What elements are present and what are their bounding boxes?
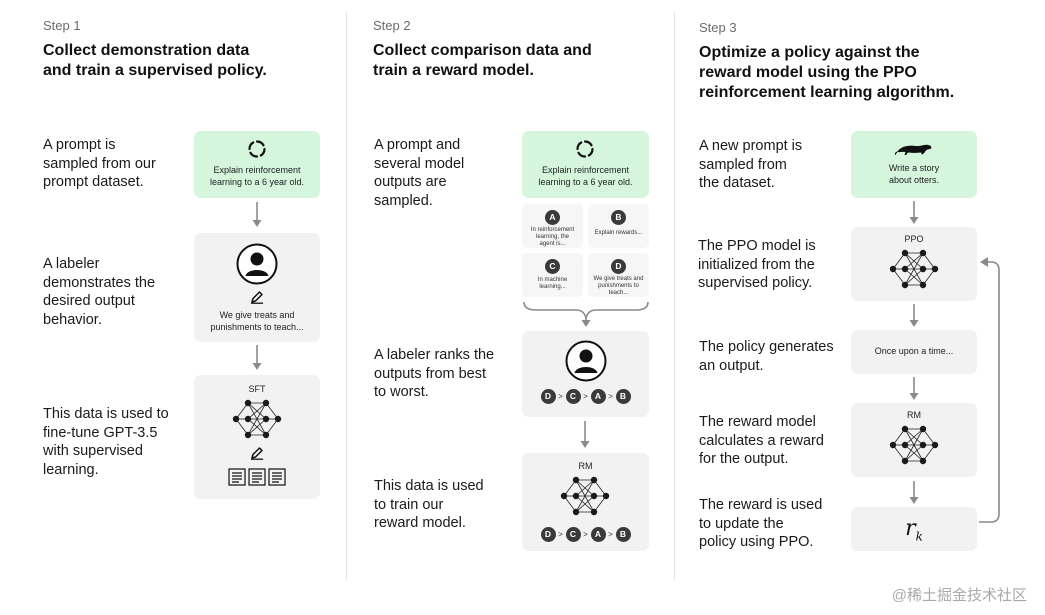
neural-network-icon	[560, 476, 610, 516]
documents-icon	[228, 468, 286, 486]
rank-item-4: B	[615, 389, 631, 404]
rank-item-3: A	[590, 527, 606, 542]
step-3-desc-generate: The policy generates an output.	[699, 339, 834, 374]
rank-item-1: D	[540, 527, 556, 542]
step-1-desc-finetune: This data is used to fine-tune GPT-3.5 w…	[43, 406, 169, 478]
step-3-prompt-text: Write a story about otters.	[888, 163, 940, 185]
step-2-title: Collect comparison data and train a rewa…	[373, 42, 592, 79]
output-letter-c: C	[545, 259, 560, 274]
recycle-icon	[576, 140, 594, 158]
step-1-sft-card: SFT	[194, 375, 320, 499]
rank-item-1: D	[540, 389, 556, 404]
neural-network-icon	[889, 425, 939, 465]
reward-subscript: k	[915, 529, 923, 544]
neural-network-icon	[232, 399, 282, 439]
output-text-b: Explain rewards...	[594, 230, 643, 236]
rank-item-4: B	[615, 527, 631, 542]
step-2-label: Step 2	[373, 18, 411, 33]
arrow-down-icon	[909, 201, 919, 224]
arrow-down-icon	[580, 421, 590, 448]
step-3-title: Optimize a policy against the reward mod…	[699, 44, 955, 101]
feedback-loop-arrow-icon	[979, 257, 1000, 523]
arrow-down-icon	[252, 345, 262, 370]
rank-separator: >	[608, 530, 613, 539]
step-2-ranking-card: D>C>A>B	[522, 331, 649, 417]
arrow-down-icon	[909, 304, 919, 327]
step-1-prompt-card: Explain reinforcement learning to a 6 ye…	[194, 131, 320, 198]
watermark: @稀土掘金技术社区	[891, 587, 1027, 604]
step-3-desc-ppo-init: The PPO model is initialized from the su…	[698, 238, 816, 291]
step-2-desc-train: This data is used to train our reward mo…	[374, 478, 484, 531]
output-text-c: In machine learning...	[537, 277, 568, 290]
labeler-avatar-icon	[236, 243, 278, 285]
step-3-ppo-card: PPO	[851, 227, 977, 301]
column-divider-1	[346, 12, 347, 580]
step-3-desc-update: The reward is used to update the policy …	[699, 497, 823, 550]
step-1-prompt-text: Explain reinforcement learning to a 6 ye…	[209, 165, 305, 187]
output-card-c: C In machine learning...	[522, 253, 583, 297]
policy-output-text: Once upon a time...	[874, 346, 954, 356]
step-1-title: Collect demonstration data and train a s…	[43, 42, 267, 79]
step-1-demonstration-text: We give treats and punishments to teach.…	[210, 310, 304, 332]
ppo-model-label: PPO	[904, 234, 924, 244]
recycle-icon	[248, 140, 266, 158]
output-text-d: We give treats and punishments to teach.…	[593, 276, 644, 296]
rank-separator: >	[558, 530, 563, 539]
output-letter-b: B	[611, 210, 626, 225]
reward-symbol: rk	[905, 516, 923, 544]
ranking-row: D>C>A>B	[522, 527, 649, 542]
rank-item-2: C	[565, 389, 581, 404]
rank-separator: >	[608, 392, 613, 401]
rank-separator: >	[583, 392, 588, 401]
step-3-desc-prompt: A new prompt is sampled from the dataset…	[699, 138, 803, 191]
step-1-demonstration-card: We give treats and punishments to teach.…	[194, 233, 320, 342]
step-1-desc-labeler: A labeler demonstrates the desired outpu…	[43, 256, 156, 328]
step-3-desc-reward: The reward model calculates a reward for…	[699, 414, 824, 467]
rank-separator: >	[583, 530, 588, 539]
step-3-output-card: Once upon a time...	[851, 330, 977, 374]
step-2-desc-sampled: A prompt and several model outputs are s…	[374, 137, 465, 209]
step-3-label: Step 3	[699, 20, 737, 35]
arrow-down-icon	[909, 481, 919, 504]
step-2-desc-rank: A labeler ranks the outputs from best to…	[374, 347, 495, 400]
otter-icon	[895, 144, 932, 156]
output-card-b: B Explain rewards...	[588, 204, 649, 248]
output-letter-d: D	[611, 259, 626, 274]
arrow-down-icon	[252, 202, 262, 227]
rank-separator: >	[558, 392, 563, 401]
neural-network-icon	[889, 249, 939, 289]
sft-model-label: SFT	[248, 384, 266, 394]
pencil-icon	[251, 291, 263, 304]
rank-item-3: A	[590, 389, 606, 404]
ranking-row: D>C>A>B	[522, 389, 649, 404]
step-2-prompt-card: Explain reinforcement learning to a 6 ye…	[522, 131, 649, 198]
step-3-reward-card: rk	[851, 507, 977, 551]
output-card-d: D We give treats and punishments to teac…	[588, 253, 649, 297]
brace-arrow-icon	[523, 301, 649, 327]
labeler-avatar-icon	[565, 340, 607, 382]
step-2-prompt-text: Explain reinforcement learning to a 6 ye…	[538, 165, 633, 187]
column-divider-2	[674, 12, 675, 580]
rm-model-label: RM	[907, 410, 921, 420]
output-text-a: In reinforcement learning, the agent is.…	[530, 227, 575, 247]
pencil-icon	[251, 447, 263, 460]
step-1-label: Step 1	[43, 18, 81, 33]
step-3-prompt-card: Write a story about otters.	[851, 131, 977, 198]
arrow-down-icon	[909, 377, 919, 400]
step-1-desc-prompt: A prompt is sampled from our prompt data…	[43, 137, 156, 190]
step-3-rm-card: RM	[851, 403, 977, 477]
step-2-rm-card: RM D>C>A>B	[522, 453, 649, 551]
output-card-a: A In reinforcement learning, the agent i…	[522, 204, 583, 248]
output-letter-a: A	[545, 210, 560, 225]
rm-model-label: RM	[578, 461, 593, 471]
rank-item-2: C	[565, 527, 581, 542]
